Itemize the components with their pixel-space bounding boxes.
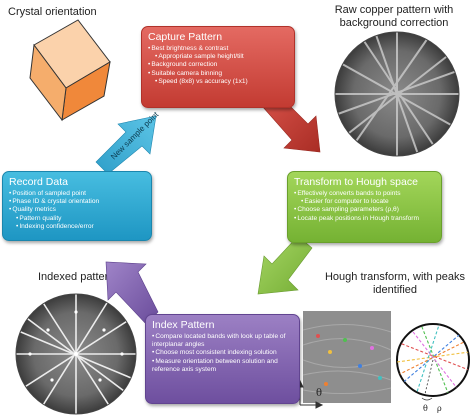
- list-item: Indexing confidence/error: [9, 223, 145, 231]
- theta-axis-label: θ: [316, 388, 322, 399]
- capture-pattern-box: Capture Pattern Best brightness & contra…: [141, 26, 295, 108]
- list-item: Position of sampled point: [9, 190, 145, 198]
- list-item: Quality metrics: [9, 206, 145, 214]
- list-item: Suitable camera binning: [148, 70, 288, 78]
- hough-caption-1: Hough transform, with peaks: [324, 271, 465, 283]
- transform-hough-box: Transform to Hough space Effectively con…: [287, 171, 442, 243]
- crystal-cube-icon: [29, 19, 111, 122]
- capture-pattern-title: Capture Pattern: [148, 31, 223, 43]
- indexed-pattern-caption: Indexed pattern: [38, 271, 115, 283]
- crystal-orientation-caption: Crystal orientation: [8, 6, 97, 18]
- raw-pattern-caption-1: Raw copper pattern with: [334, 4, 454, 16]
- hough-circle-theta-label: θ: [423, 404, 428, 413]
- record-data-box: Record Data Position of sampled point Ph…: [2, 171, 152, 241]
- list-item: Background correction: [148, 61, 288, 69]
- hough-caption-2: identified: [372, 284, 418, 296]
- indexed-pattern-image: [15, 293, 137, 415]
- index-pattern-box: Index Pattern Compare located bands with…: [145, 314, 300, 404]
- list-item: Choose most consistent indexing solution: [152, 349, 294, 357]
- record-data-title: Record Data: [9, 176, 68, 188]
- arrow-record-to-capture: New sample point: [95, 110, 161, 175]
- list-item: Measure orientation between solution and…: [152, 358, 294, 374]
- list-item: Compare located bands with look up table…: [152, 333, 294, 349]
- list-item: Choose sampling parameters (ρ,θ): [294, 206, 435, 214]
- list-item: Best brightness & contrast: [148, 45, 288, 53]
- raw-pattern-image: [334, 31, 460, 157]
- hough-circle-rho-label: ρ: [437, 404, 442, 413]
- list-item: Easier for computer to locate: [294, 198, 435, 206]
- hough-transform-image: [302, 311, 392, 403]
- arrow-index-to-record: [105, 261, 159, 325]
- transform-hough-title: Transform to Hough space: [294, 176, 418, 188]
- raw-pattern-caption-2: background correction: [339, 17, 449, 29]
- list-item: Locate peak positions in Hough transform: [294, 215, 434, 223]
- hough-circle-image: [396, 323, 470, 401]
- list-item: Pattern quality: [9, 215, 145, 223]
- list-item: Appropriate sample height/tilt: [148, 53, 288, 61]
- list-item: Phase ID & crystal orientation: [9, 198, 145, 206]
- list-item: Effectively converts bands to points: [294, 190, 435, 198]
- arrow-transform-to-index: [257, 235, 313, 295]
- list-item: Speed (8x8) vs accuracy (1x1): [148, 78, 288, 86]
- index-pattern-title: Index Pattern: [152, 319, 215, 331]
